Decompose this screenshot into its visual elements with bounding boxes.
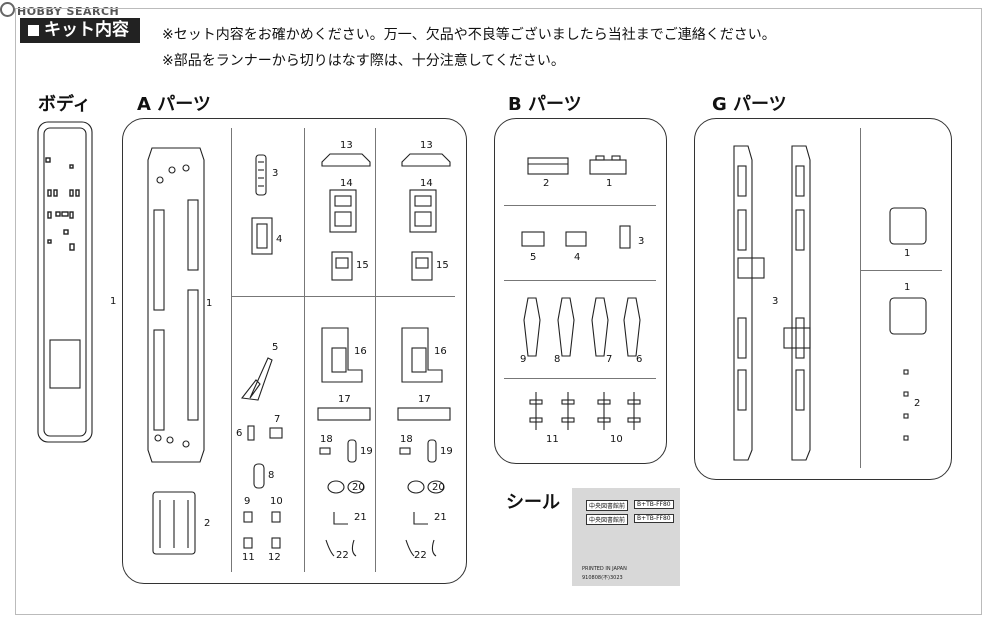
part-number: 2 (543, 178, 550, 189)
decal-print-note: PRINTED IN JAPAN (582, 566, 627, 572)
part-number: 3 (638, 236, 645, 247)
b-part-2 (527, 157, 569, 175)
part-number: 16 (434, 346, 447, 357)
part-number: 19 (360, 446, 373, 457)
part-number: 13 (420, 140, 433, 151)
part-number: 17 (338, 394, 351, 405)
part-number: 4 (574, 252, 581, 263)
part-number: 18 (400, 434, 413, 445)
decal-label: B+TB-FF80 (634, 514, 674, 523)
decal-label: 中央図書館前 (586, 514, 629, 525)
part-number: 14 (420, 178, 433, 189)
part-number: 3 (772, 296, 779, 307)
part-number: 11 (242, 552, 255, 563)
section-label-a: A パーツ (137, 94, 211, 115)
part-number: 11 (546, 434, 559, 445)
part-number: 5 (530, 252, 537, 263)
section-label-g: G パーツ (712, 94, 787, 115)
runner-b (494, 118, 667, 464)
a-part-3 (255, 154, 267, 196)
part-number: 6 (236, 428, 243, 439)
part-number: 8 (554, 354, 561, 365)
part-number: 15 (436, 260, 449, 271)
a-part-4 (251, 217, 273, 255)
part-number: 1 (606, 178, 613, 189)
decal-code: 910808(不)3023 (582, 575, 623, 581)
runner-g (694, 118, 952, 480)
part-number: 2 (204, 518, 211, 529)
g-part-1b (889, 297, 927, 335)
b-part-1 (589, 159, 627, 175)
part-number: 21 (354, 512, 367, 523)
a-parts-column-left (317, 153, 371, 557)
part-number: 19 (440, 446, 453, 457)
part-number: 9 (244, 496, 251, 507)
page-frame (15, 8, 982, 615)
b-part-5 (521, 231, 545, 247)
b-part-4 (565, 231, 587, 247)
part-number: 22 (414, 550, 427, 561)
part-number: 21 (434, 512, 447, 523)
part-number: 15 (356, 260, 369, 271)
part-number: 10 (610, 434, 623, 445)
part-number: 6 (636, 354, 643, 365)
section-label-seal: シール (506, 492, 560, 513)
a-part-9 (243, 511, 253, 523)
part-number: 22 (336, 550, 349, 561)
part-number: 17 (418, 394, 431, 405)
part-number: 7 (274, 414, 281, 425)
part-number: 18 (320, 434, 333, 445)
part-number: 5 (272, 342, 279, 353)
b-parts-6-9 (523, 297, 641, 357)
body-part-2 (152, 491, 196, 555)
g-part-3-left (733, 145, 753, 461)
part-number: 20 (352, 482, 365, 493)
part-number: 1 (904, 282, 911, 293)
part-number: 1 (206, 298, 213, 309)
decal-label: B+TB-FF80 (634, 500, 674, 509)
part-number: 3 (272, 168, 279, 179)
g-part-3-right (791, 145, 811, 461)
part-number: 20 (432, 482, 445, 493)
part-number: 9 (520, 354, 527, 365)
a-part-7 (269, 427, 283, 439)
part-number: 2 (914, 398, 921, 409)
a-part-12 (271, 537, 281, 549)
a-part-10 (271, 511, 281, 523)
part-number: 12 (268, 552, 281, 563)
part-number: 13 (340, 140, 353, 151)
page-title: キット内容 (20, 18, 140, 43)
notice-line-2: ※部品をランナーから切りはなす際は、十分注意してください。 (162, 53, 565, 69)
g-part-2 (903, 369, 909, 441)
a-part-11 (243, 537, 253, 549)
part-number: 16 (354, 346, 367, 357)
part-number: 8 (268, 470, 275, 481)
a-part-5 (240, 357, 273, 401)
part-number: 7 (606, 354, 613, 365)
a-part-6 (247, 425, 255, 441)
section-label-b: B パーツ (508, 94, 582, 115)
part-number: 10 (270, 496, 283, 507)
part-number: 4 (276, 234, 283, 245)
a-parts-column-right (397, 153, 451, 557)
b-part-3 (619, 225, 631, 249)
decal-sheet: 中央図書館前 B+TB-FF80 中央図書館前 B+TB-FF80 PRINTE… (572, 488, 680, 586)
b-parts-10-11 (529, 392, 641, 430)
logo-icon (0, 2, 15, 17)
part-number: 14 (340, 178, 353, 189)
g-part-1a (889, 207, 927, 245)
notice-line-1: ※セット内容をお確かめください。万一、欠品や不良等ございましたら当社までご連絡く… (162, 27, 776, 43)
a-part-1 (147, 147, 205, 463)
section-label-body: ボディ (38, 94, 91, 115)
part-number: 1 (110, 296, 117, 307)
body-shell-part-1 (37, 121, 93, 443)
decal-label: 中央図書館前 (586, 500, 629, 511)
a-part-8 (253, 463, 265, 489)
part-number: 1 (904, 248, 911, 259)
